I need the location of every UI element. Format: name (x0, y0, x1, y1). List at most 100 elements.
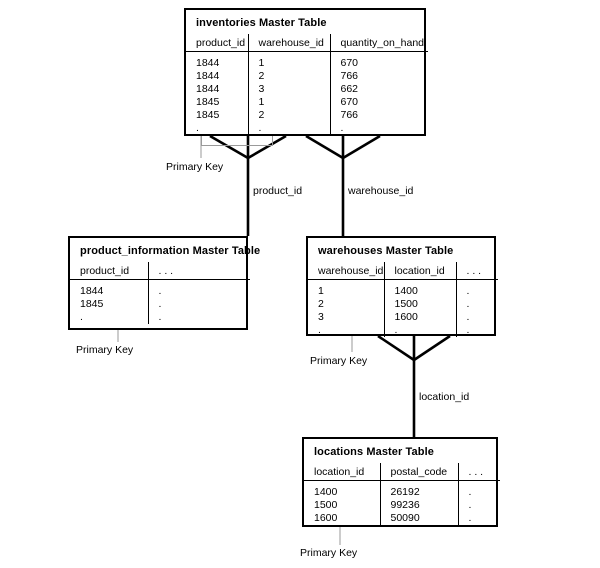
column-header-more: . . . (455, 262, 498, 280)
cell-more: . (455, 285, 498, 298)
cell-warehouse-id: . (318, 324, 321, 336)
table-inventories: inventories Master Table product_id ware… (184, 8, 428, 136)
cell-more: . (147, 285, 250, 298)
cell-quantity-on-hand: 662 (329, 83, 428, 96)
cell-product-id: 1844 (196, 57, 220, 69)
cell-location-id: 1400 (314, 486, 338, 498)
cell-location-id: 1400 (383, 285, 456, 298)
cell-quantity-on-hand: 670 (329, 57, 428, 70)
table-grid-inventories: product_id warehouse_id quantity_on_hand… (186, 34, 428, 135)
cell-postal-code: 99236 (379, 499, 458, 512)
column-header-product-id: product_id (70, 262, 148, 280)
column-header-quantity-on-hand: quantity_on_hand (329, 34, 428, 52)
cell-postal-code: 50090 (379, 512, 458, 525)
table-spacer-row (304, 480, 500, 486)
cell-product-id: 1844 (196, 83, 220, 95)
table-spacer-row (70, 279, 250, 285)
column-header-more: . . . (457, 463, 500, 481)
table-row: 2 1500 . (308, 298, 498, 311)
cell-product-id: 1844 (80, 285, 104, 297)
relationship-location-id (377, 334, 451, 437)
table-title-product-information: product_information Master Table (80, 245, 261, 257)
cell-product-id: 1845 (196, 96, 220, 108)
table-title-warehouses: warehouses Master Table (318, 245, 454, 257)
cell-warehouse-id: 2 (247, 70, 330, 83)
table-row: 3 1600 . (308, 311, 498, 324)
column-header-warehouse-id: warehouse_id (308, 262, 384, 280)
pk-label-product-information: Primary Key (76, 344, 134, 356)
table-row: 1845 1 670 (186, 96, 428, 109)
table-spacer-row (308, 279, 498, 285)
table-row-ellipsis: . . . (308, 324, 498, 337)
cell-more: . (147, 298, 250, 311)
table-row: 1500 99236 . (304, 499, 500, 512)
table-header-row: product_id . . . (70, 262, 250, 280)
column-header-postal-code: postal_code (379, 463, 458, 481)
cell-more: . (457, 512, 500, 525)
cell-warehouse-id: 1 (247, 96, 330, 109)
cell-warehouse-id: 3 (318, 311, 324, 323)
table-locations: locations Master Table location_id posta… (302, 437, 500, 527)
cell-product-id: . (196, 122, 199, 134)
column-header-location-id: location_id (304, 463, 380, 481)
cell-quantity-on-hand: 670 (329, 96, 428, 109)
edge-label-warehouse-id: warehouse_id (348, 185, 414, 197)
cell-warehouse-id: 2 (247, 109, 330, 122)
table-row-ellipsis: . . . (186, 122, 428, 135)
cell-warehouse-id: 1 (318, 285, 324, 297)
table-product-information: product_information Master Table product… (68, 236, 261, 330)
cell-product-id: 1845 (196, 109, 220, 121)
table-row: 1600 50090 . (304, 512, 500, 525)
edge-label-product-id: product_id (253, 185, 303, 197)
cell-product-id: 1845 (80, 298, 104, 310)
cell-location-id: . (383, 324, 456, 337)
table-title-inventories: inventories Master Table (196, 17, 327, 29)
table-row-ellipsis: . . (70, 311, 250, 324)
cell-more: . (457, 499, 500, 512)
table-row: 1400 26192 . (304, 486, 500, 499)
table-header-row: product_id warehouse_id quantity_on_hand (186, 34, 428, 52)
table-grid-product-information: product_id . . . 1844 . 1845 . . . (70, 262, 250, 324)
table-grid-locations: location_id postal_code . . . 1400 26192… (304, 463, 500, 525)
table-row: 1844 3 662 (186, 83, 428, 96)
column-header-warehouse-id: warehouse_id (247, 34, 330, 52)
table-row: 1844 . (70, 285, 250, 298)
cell-location-id: 1500 (314, 499, 338, 511)
cell-product-id: 1844 (196, 70, 220, 82)
cell-warehouse-id: 3 (247, 83, 330, 96)
table-title-locations: locations Master Table (314, 446, 434, 458)
cell-warehouse-id: 1 (247, 57, 330, 70)
pk-label-locations: Primary Key (300, 547, 358, 559)
table-row: 1844 2 766 (186, 70, 428, 83)
column-header-location-id: location_id (383, 262, 456, 280)
cell-product-id: . (80, 311, 83, 323)
table-row: 1844 1 670 (186, 57, 428, 70)
cell-location-id: 1500 (383, 298, 456, 311)
cell-quantity-on-hand: . (329, 122, 428, 135)
table-row: 1 1400 . (308, 285, 498, 298)
cell-location-id: 1600 (383, 311, 456, 324)
table-header-row: location_id postal_code . . . (304, 463, 500, 481)
cell-more: . (455, 324, 498, 337)
table-warehouses: warehouses Master Table warehouse_id loc… (306, 236, 498, 337)
cell-warehouse-id: 2 (318, 298, 324, 310)
column-header-product-id: product_id (186, 34, 248, 52)
table-row: 1845 2 766 (186, 109, 428, 122)
cell-more: . (147, 311, 250, 324)
cell-more: . (455, 298, 498, 311)
cell-location-id: 1600 (314, 512, 338, 524)
cell-more: . (455, 311, 498, 324)
edge-label-location-id: location_id (419, 391, 470, 403)
table-row: 1845 . (70, 298, 250, 311)
cell-quantity-on-hand: 766 (329, 109, 428, 122)
table-grid-warehouses: warehouse_id location_id . . . 1 1400 . … (308, 262, 498, 337)
cell-postal-code: 26192 (379, 486, 458, 499)
cell-quantity-on-hand: 766 (329, 70, 428, 83)
table-header-row: warehouse_id location_id . . . (308, 262, 498, 280)
cell-warehouse-id: . (247, 122, 330, 135)
pk-label-warehouses: Primary Key (310, 355, 368, 367)
cell-more: . (457, 486, 500, 499)
pk-label-inventories: Primary Key (166, 161, 224, 173)
table-spacer-row (186, 51, 428, 57)
